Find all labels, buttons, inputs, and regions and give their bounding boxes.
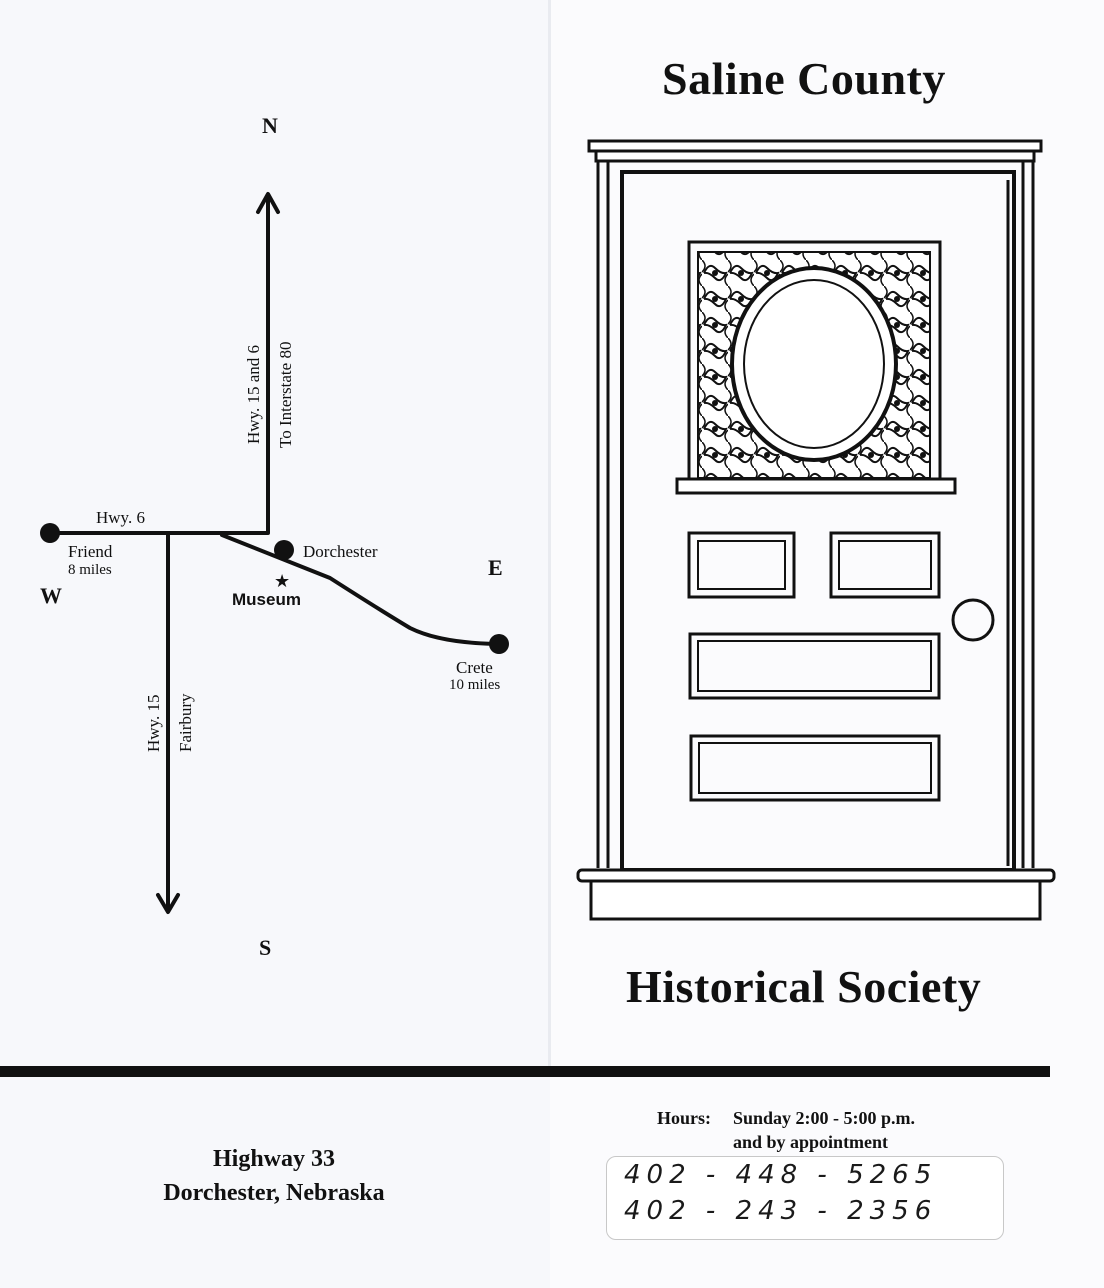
crete-dot — [489, 634, 509, 654]
south-label: S — [259, 935, 272, 960]
crete-road — [220, 533, 500, 646]
east-label: E — [488, 555, 503, 580]
hours-line2: and by appointment — [733, 1132, 889, 1152]
museum-star-icon: ★ — [274, 571, 290, 592]
west-label: W — [40, 583, 62, 608]
title-top: Saline County — [662, 53, 946, 104]
address-line1: Highway 33 — [212, 1146, 335, 1172]
crete-distance: 10 miles — [449, 677, 501, 693]
door-panel-2 — [829, 531, 941, 599]
friend-distance: 8 miles — [68, 562, 112, 578]
title-bottom: Historical Society — [626, 961, 982, 1012]
north-arrowhead — [256, 192, 280, 214]
museum-label: Museum — [232, 590, 301, 609]
divider-bar — [0, 1066, 1050, 1077]
phone-number-1: 402 - 448 - 5265 — [624, 1160, 938, 1190]
south-arrowhead — [156, 893, 180, 914]
door-panel-3 — [688, 632, 941, 700]
fold-line — [548, 0, 551, 1070]
hwy6-road — [48, 196, 270, 535]
door-panel-1 — [687, 531, 796, 599]
north-label: N — [262, 113, 278, 138]
address-line2: Dorchester, Nebraska — [163, 1180, 385, 1206]
dorchester-label: Dorchester — [303, 542, 378, 561]
phone-sticker — [606, 1156, 1004, 1240]
hwy6-label: Hwy. 6 — [96, 508, 145, 527]
crete-label: Crete — [456, 658, 493, 677]
dorchester-dot — [274, 540, 294, 560]
friend-label: Friend — [68, 542, 113, 561]
window-sill — [675, 477, 957, 495]
hours-label: Hours: — [657, 1108, 711, 1128]
hours-line1: Sunday 2:00 - 5:00 p.m. — [733, 1108, 916, 1128]
friend-dot — [40, 523, 60, 543]
phone-number-2: 402 - 243 - 2356 — [624, 1196, 938, 1226]
door-threshold — [576, 868, 1056, 883]
doorknob — [951, 598, 995, 642]
door-panel-4 — [689, 734, 941, 802]
